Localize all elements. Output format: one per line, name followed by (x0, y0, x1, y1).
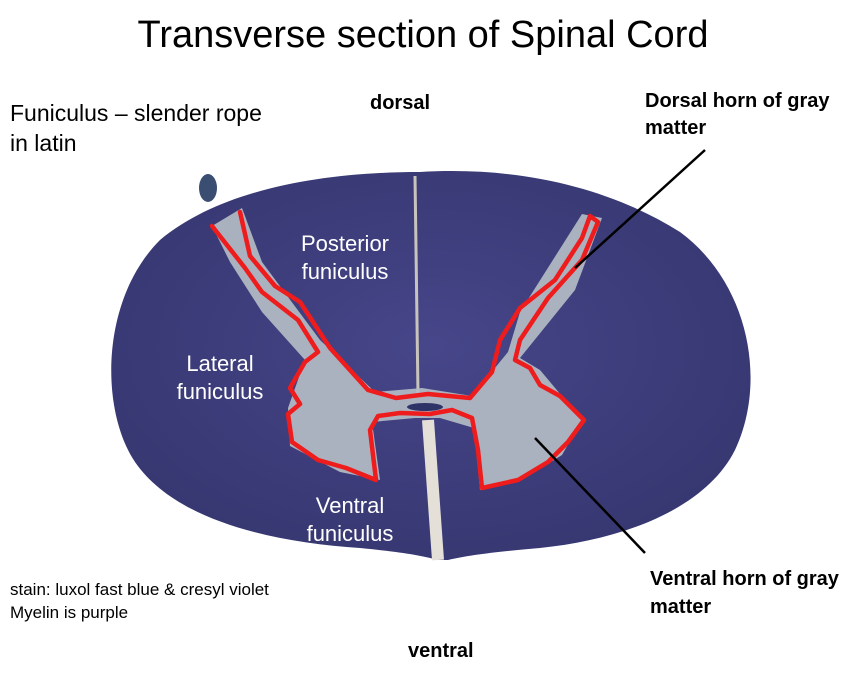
page-title: Transverse section of Spinal Cord (137, 14, 709, 56)
stain-note: stain: luxol fast blue & cresyl violet M… (10, 578, 269, 624)
dorsal-rootlet (199, 174, 217, 202)
ventral-horn-pointer (534, 437, 646, 554)
funiculus-note: Funiculus – slender rope in latin (10, 100, 262, 156)
ventral-funiculus-label: Ventral funiculus (306, 493, 394, 546)
dorsal-median-sulcus (413, 175, 420, 396)
ventral-label: ventral (408, 640, 474, 662)
gray-matter-outline (209, 209, 601, 491)
ventral-median-fissure (422, 419, 444, 561)
ventral-horn-label: Ventral horn of gray matter (650, 568, 839, 618)
lateral-funiculus-label: Lateral funiculus (176, 351, 264, 404)
gray-matter (212, 208, 602, 490)
dorsal-label: dorsal (370, 92, 431, 114)
central-canal (407, 403, 443, 411)
posterior-funiculus-label: Posterior funiculus (300, 231, 390, 284)
dorsal-horn-label: Dorsal horn of gray matter (645, 90, 830, 139)
stain-note-line-1: stain: luxol fast blue & cresyl violet (10, 580, 269, 599)
stain-note-line-2: Myelin is purple (10, 603, 129, 622)
dorsal-horn-pointer (574, 149, 706, 269)
white-matter (111, 171, 751, 560)
